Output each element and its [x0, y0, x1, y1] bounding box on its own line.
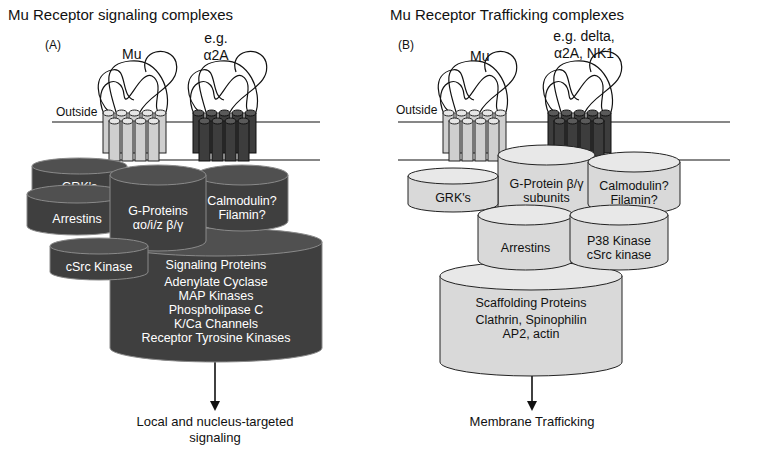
text-label: Mu [122, 46, 141, 63]
output-arrow [531, 376, 533, 406]
cylinder-top [478, 205, 573, 225]
cylinder-top [110, 165, 206, 185]
box-heading: G-Proteins αo/i/z β/γ [116, 204, 200, 232]
box-item: AP2, actin [503, 327, 560, 341]
cylinder-box: P38 Kinase cSrc kinase [570, 205, 668, 270]
cylinder-box: Arrestins [478, 205, 573, 270]
cylinder-top [588, 152, 680, 172]
cylinder-top [110, 228, 322, 256]
cylinder-shape [408, 168, 498, 212]
cylinder-body [440, 276, 622, 376]
text-label: Local and nucleus-targeted signaling [115, 414, 315, 446]
cylinder-top [440, 262, 622, 290]
cylinder-top [570, 205, 668, 225]
mu-receptor [443, 110, 506, 161]
membrane-line [52, 121, 320, 122]
box-heading: Calmodulin? Filamin? [202, 194, 282, 222]
box-item: Clathrin, Spinophilin [475, 313, 586, 327]
cylinder-box: Scaffolding ProteinsClathrin, Spinophili… [440, 262, 622, 376]
panel-heading: Mu Receptor signaling complexes [8, 6, 233, 24]
cylinder-top [196, 165, 288, 185]
cylinder-top [408, 168, 498, 184]
box-heading: cSrc Kinase [66, 260, 133, 274]
text-label: Membrane Trafficking [452, 414, 612, 430]
partner-receptor [193, 110, 256, 161]
box-item: Phospholipase C [169, 303, 264, 317]
box-item: MAP Kinases [179, 289, 254, 303]
cylinder-body [110, 175, 206, 251]
cylinder-box: GRK's [408, 168, 498, 212]
box-item: K/Ca Channels [174, 317, 258, 331]
cylinder-body [110, 242, 322, 362]
mu-receptor [103, 110, 166, 161]
cylinder-box: cSrc Kinase [50, 238, 148, 280]
box-item: Receptor Tyrosine Kinases [141, 331, 290, 345]
text-label: Outside [56, 105, 97, 120]
box-heading: Scaffolding Proteins [476, 296, 587, 310]
text-label: e.g. delta, α2A, NK1 [538, 28, 630, 62]
cylinder-shape [478, 205, 573, 270]
cylinder-top [498, 145, 595, 165]
box-heading: P38 Kinase cSrc kinase [576, 234, 662, 262]
box-heading: Arrestins [501, 241, 550, 255]
box-heading: Arrestins [52, 212, 101, 226]
text-label: Mu [470, 48, 489, 65]
cylinder-box: Calmodulin? Filamin? [588, 152, 680, 214]
cylinder-top [50, 238, 148, 254]
text-label: e.g. α2A [192, 30, 240, 64]
cylinder-box: G-Proteins αo/i/z β/γ [110, 165, 206, 251]
text-label: (A) [45, 38, 61, 53]
output-arrow [214, 362, 216, 406]
box-heading: Calmodulin? Filamin? [594, 179, 674, 207]
box-item: Adenylate Cyclase [164, 275, 268, 289]
box-heading: Signaling Proteins [166, 258, 267, 272]
panel-heading: Mu Receptor Trafficking complexes [390, 6, 624, 24]
cylinder-box: Calmodulin? Filamin? [196, 165, 288, 231]
text-label: Outside [396, 103, 437, 118]
box-heading: GRK's [435, 191, 471, 205]
text-label: (B) [398, 38, 414, 53]
box-heading: G-Protein β/γ subunits [504, 177, 589, 205]
